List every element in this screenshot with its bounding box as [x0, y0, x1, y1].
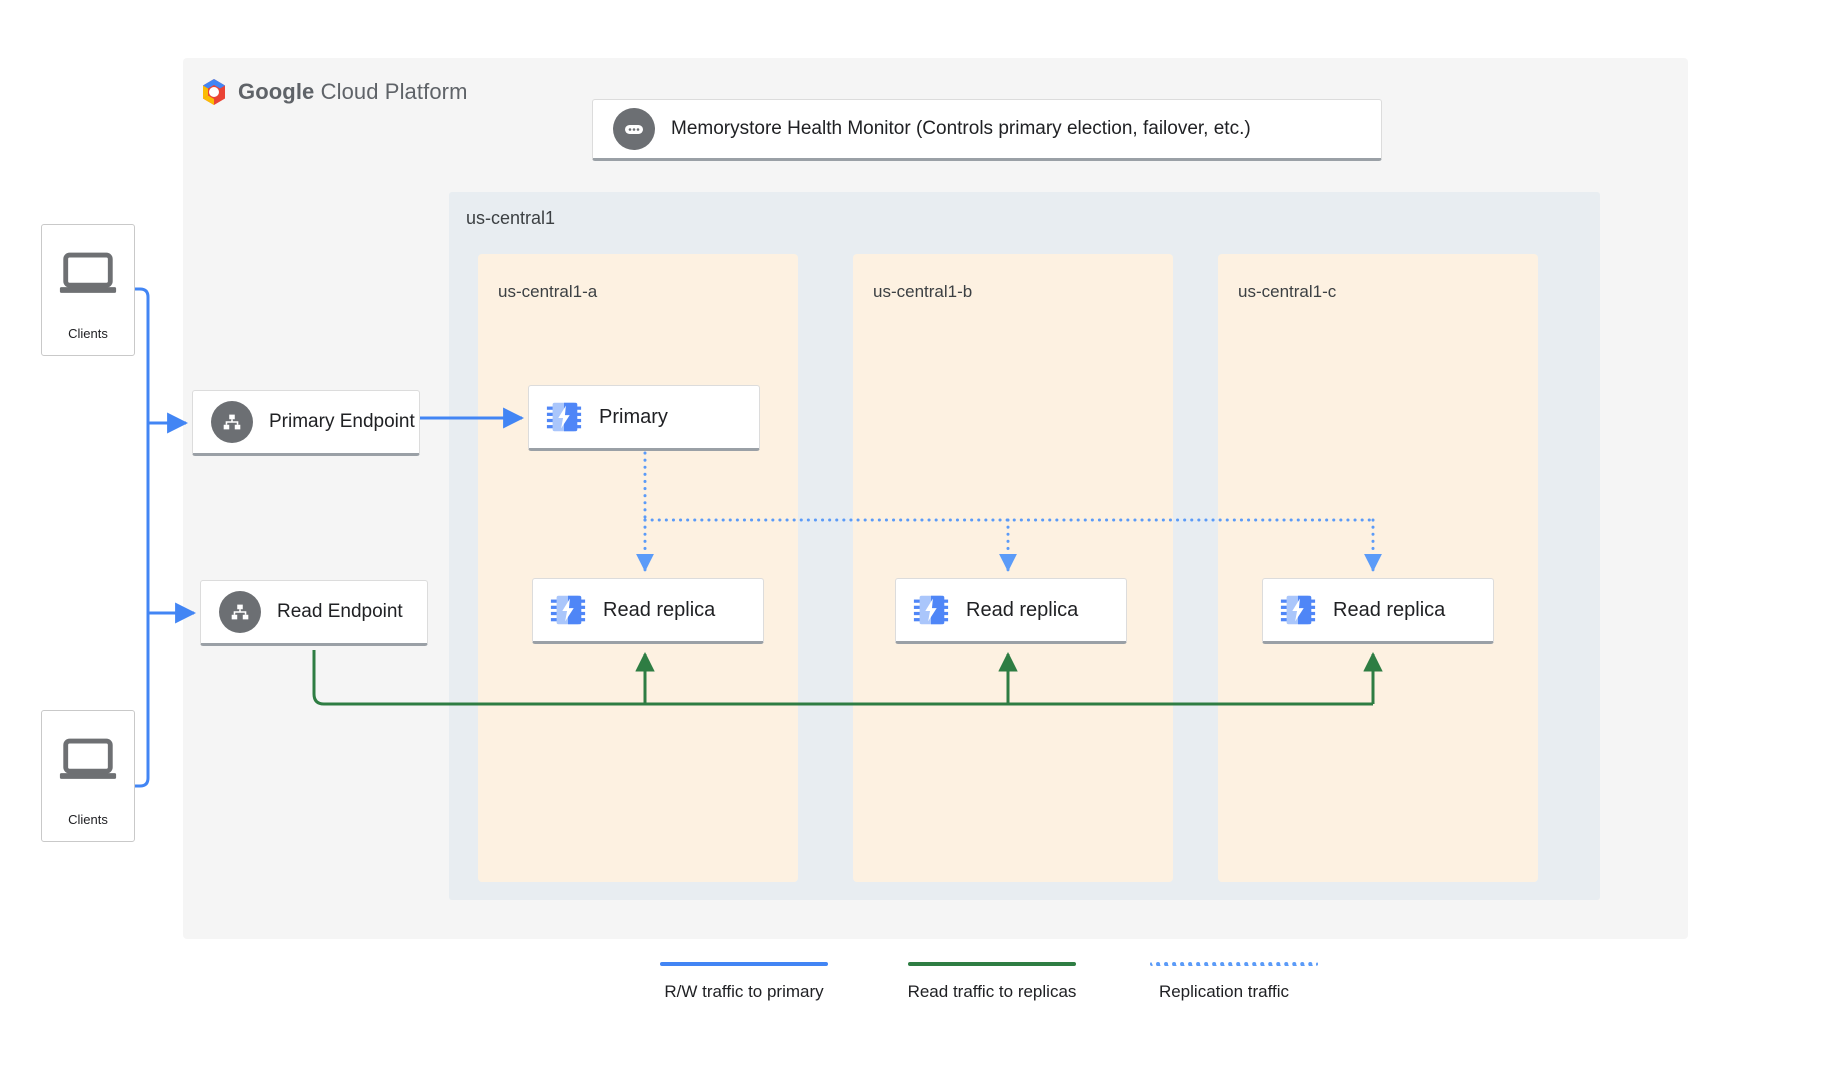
read-replica-card-zone-a[interactable]: Read replica: [532, 578, 764, 644]
primary-node-card[interactable]: Primary: [528, 385, 760, 451]
zone-panel-us-central1-a: us-central1-a: [478, 254, 798, 882]
legend-label-read-traffic: Read traffic to replicas: [907, 982, 1077, 1001]
zone-label-c: us-central1-c: [1238, 282, 1337, 301]
legend-swatch-dotted: [1150, 962, 1318, 966]
legend-swatch-green: [908, 962, 1076, 966]
network-hierarchy-icon: [219, 591, 261, 633]
legend-item-rw-traffic: R/W traffic to primary: [660, 962, 828, 1002]
read-endpoint-card[interactable]: Read Endpoint: [200, 580, 428, 646]
clients-label-top: Clients: [68, 326, 108, 341]
clients-box-bottom[interactable]: Clients: [41, 710, 135, 842]
read-endpoint-label: Read Endpoint: [277, 601, 403, 622]
legend: R/W traffic to primary Read traffic to r…: [660, 962, 1320, 1032]
memorystore-health-monitor-card[interactable]: Memorystore Health Monitor (Controls pri…: [592, 99, 1382, 161]
zone-panel-us-central1-b: us-central1-b: [853, 254, 1173, 882]
zone-label-a: us-central1-a: [498, 282, 598, 301]
memorystore-chip-icon: [550, 595, 586, 625]
zone-panel-us-central1-c: us-central1-c: [1218, 254, 1538, 882]
google-cloud-platform-wordmark: Google Cloud Platform: [238, 79, 468, 105]
clients-box-top[interactable]: Clients: [41, 224, 135, 356]
laptop-icon: [59, 738, 117, 779]
primary-endpoint-label: Primary Endpoint: [269, 411, 415, 432]
primary-node-label: Primary: [599, 405, 668, 428]
legend-label-rw-traffic: R/W traffic to primary: [664, 982, 824, 1001]
region-label: us-central1: [466, 208, 556, 228]
memorystore-chip-icon: [546, 402, 582, 432]
legend-swatch-blue: [660, 962, 828, 966]
health-monitor-dots-icon: [613, 108, 655, 150]
legend-item-read-traffic: Read traffic to replicas: [902, 962, 1082, 1002]
read-replica-label-zone-a: Read replica: [603, 598, 716, 621]
memorystore-chip-icon: [1280, 595, 1316, 625]
google-cloud-hexagon-icon: [198, 76, 230, 108]
primary-endpoint-card[interactable]: Primary Endpoint: [192, 390, 420, 456]
clients-label-bottom: Clients: [68, 812, 108, 827]
health-monitor-label: Memorystore Health Monitor (Controls pri…: [671, 118, 1251, 139]
network-hierarchy-icon: [211, 401, 253, 443]
zone-label-b: us-central1-b: [873, 282, 973, 301]
brand-google: Google: [238, 79, 315, 104]
brand-cloud-platform: Cloud Platform: [314, 79, 468, 104]
read-replica-label-zone-c: Read replica: [1333, 598, 1446, 621]
legend-item-replication-traffic: Replication traffic: [1150, 962, 1318, 1002]
read-replica-card-zone-c[interactable]: Read replica: [1262, 578, 1494, 644]
read-replica-label-zone-b: Read replica: [966, 598, 1079, 621]
read-replica-card-zone-b[interactable]: Read replica: [895, 578, 1127, 644]
laptop-icon: [59, 252, 117, 293]
legend-label-replication-traffic: Replication traffic: [1158, 982, 1290, 1001]
memorystore-chip-icon: [913, 595, 949, 625]
